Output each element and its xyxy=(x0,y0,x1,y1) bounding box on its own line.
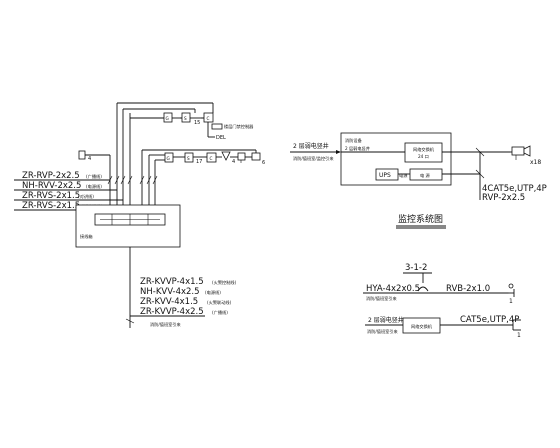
horn-icon xyxy=(237,152,246,161)
terminal-box-left xyxy=(78,150,86,160)
bottom-cable-3-note: (火警联动线) xyxy=(207,299,232,306)
power-label: 电 源 xyxy=(420,172,431,179)
lower-a-end-num: 1 xyxy=(509,298,513,305)
svg-text:G: G xyxy=(166,116,169,121)
bottom-cable-3-spec: ZR-KVV-4x1.5 xyxy=(140,297,198,307)
lower-b-switch-box xyxy=(402,317,441,334)
ups-note: 电源 xyxy=(399,172,408,179)
svg-text:G: G xyxy=(167,156,170,161)
lower-a-cable-1: HYA-4x2x0.5 xyxy=(366,284,420,294)
left-cable-4-spec: ZR-RVS-2x1.5 xyxy=(22,201,80,211)
bottom-source-label: 消防/值班室引来 xyxy=(150,321,182,328)
junction-cabinet xyxy=(75,204,181,248)
left-cable-2-note: (电源线) xyxy=(86,183,102,190)
svg-text:S: S xyxy=(187,156,190,161)
module-box-6 xyxy=(206,152,217,163)
lower-b-source-line1: 2 层弱电竖井 xyxy=(368,316,404,324)
device-count-2: 17 xyxy=(196,159,202,165)
module-box-3 xyxy=(203,112,214,123)
network-switch-box xyxy=(404,142,443,163)
lower-a-spec-top: 3-1-2 xyxy=(405,263,427,273)
cctv-source-line2: 消防/值班室/监控引来 xyxy=(293,155,334,162)
bottom-cable-4-note: (广播线) xyxy=(212,309,228,316)
svg-text:S: S xyxy=(184,116,187,121)
access-controller-box xyxy=(211,123,223,130)
bottom-cable-2-note: (电源线) xyxy=(205,289,221,296)
svg-text:C: C xyxy=(207,116,210,121)
lower-a-source: 消防/值班室引来 xyxy=(366,295,398,302)
speaker-icon xyxy=(251,152,261,161)
module-box-4 xyxy=(164,152,174,163)
lower-b-end-num: 1 xyxy=(517,332,521,339)
network-outlet-icon xyxy=(512,319,521,331)
ups-box xyxy=(375,168,399,181)
device-count-5: 4 xyxy=(88,156,91,162)
riser-tie-marks xyxy=(107,175,158,185)
lower-b-cable: CAT5e,UTP,4P xyxy=(460,315,519,325)
module-box-1 xyxy=(163,112,173,123)
cctv-arrow-icon xyxy=(336,150,341,154)
del-note: 楼层门禁控制器 xyxy=(224,123,254,130)
cabinet-label: 接线箱 xyxy=(80,233,93,240)
left-cable-3-spec: ZR-RVS-2x1.5 xyxy=(22,191,80,201)
bottom-cable-4-spec: ZR-KVVP-4x2.5 xyxy=(140,307,204,317)
telephone-line-diagram: 3-1-2 HYA-4x2x0.5 RVB-2x1.0 消防/值班室引来 1 xyxy=(363,263,515,305)
cctv-cable-1: 4CAT5e,UTP,4P xyxy=(482,184,547,194)
outlet-icon xyxy=(508,283,514,289)
junction-symbol xyxy=(417,286,429,292)
camera-icon xyxy=(510,145,531,160)
left-cable-1-note: (广播线) xyxy=(86,173,102,180)
module-box-2 xyxy=(181,112,191,123)
switch-ports: 24 口 xyxy=(418,154,429,159)
panel-line2: 2 层弱电竖井 xyxy=(345,145,370,152)
network-line-diagram: 2 层弱电竖井 消防/值班室引来 网络交换机 CAT5e,UTP,4P 1 xyxy=(365,315,521,339)
device-count-3: 4 xyxy=(232,159,235,165)
cctv-diagram-title: 监控系统图 xyxy=(398,213,443,225)
bottom-cable-1-note: (火警控制线) xyxy=(212,279,237,286)
left-cable-2-spec: NH-RVV-2x2.5 xyxy=(22,181,81,191)
power-box xyxy=(409,168,443,181)
cctv-cable-2: RVP-2x2.5 xyxy=(482,193,525,203)
left-cable-3-note: (对讲线) xyxy=(78,193,94,200)
detector-icon xyxy=(221,151,231,161)
lower-a-cable-2: RVB-2x1.0 xyxy=(446,284,490,294)
left-riser-diagram: G S 15 C 楼层门禁控制器 DEL G S 17 C 4 xyxy=(14,102,265,328)
del-label: DEL xyxy=(216,135,226,141)
bottom-cable-1-spec: ZR-KVVP-4x1.5 xyxy=(140,277,204,287)
camera-count: x18 xyxy=(530,159,541,166)
bottom-cable-2-spec: NH-KVV-4x2.5 xyxy=(140,287,200,297)
cctv-source-line1: 2 层弱电竖井 xyxy=(293,142,329,150)
left-cable-1-spec: ZR-RVP-2x2.5 xyxy=(22,171,80,181)
panel-line1: 消防设备 xyxy=(345,137,363,144)
svg-text:C: C xyxy=(210,156,213,161)
device-count-1: 15 xyxy=(194,120,200,126)
cctv-system-diagram: 2 层弱电竖井 消防/值班室/监控引来 消防设备 2 层弱电竖井 网络交换机 2… xyxy=(290,132,547,229)
lower-b-box-label: 网络交换机 xyxy=(411,323,433,330)
switch-label: 网络交换机 xyxy=(413,146,435,153)
lower-b-source-line2: 消防/值班室引来 xyxy=(367,328,399,335)
module-box-5 xyxy=(184,152,194,163)
device-count-4: 6 xyxy=(262,160,265,166)
ups-label: UPS xyxy=(379,172,391,179)
